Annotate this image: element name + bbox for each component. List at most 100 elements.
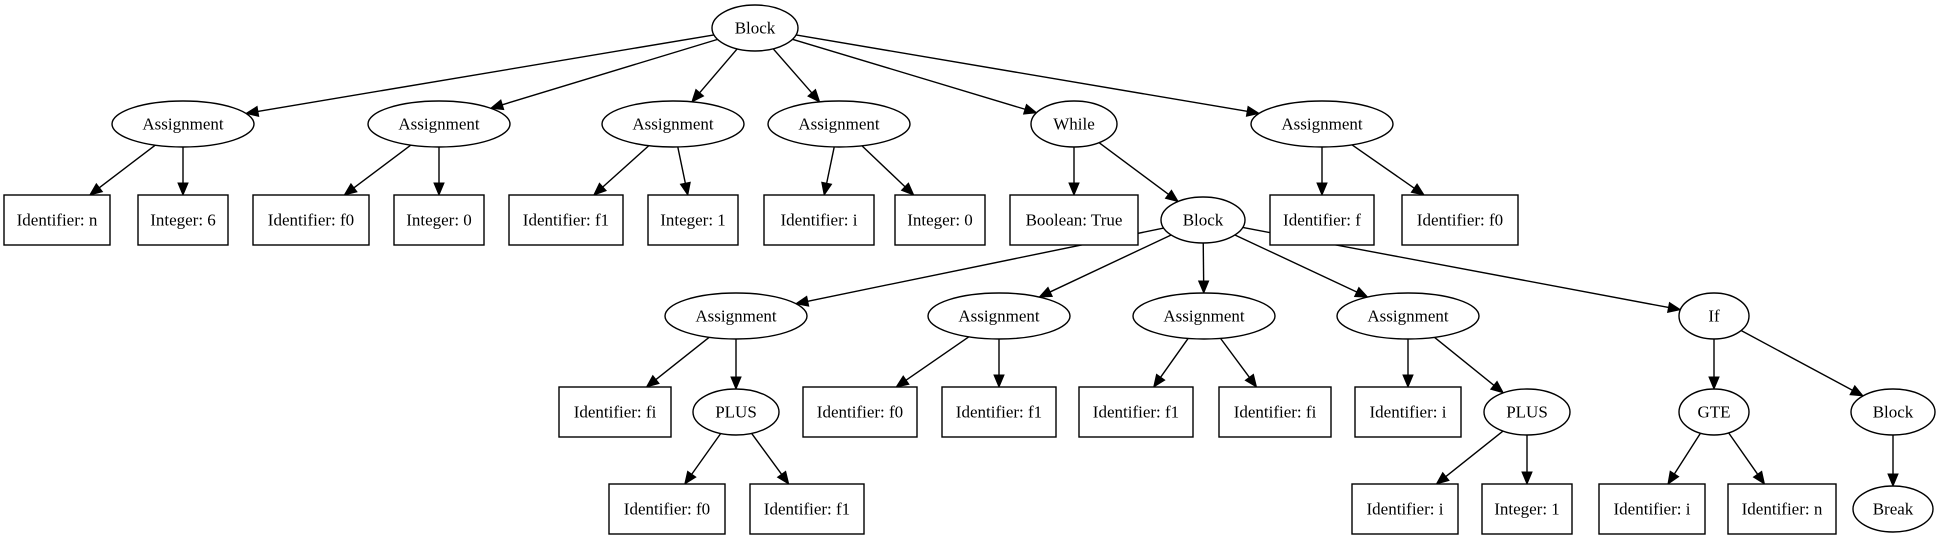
node-assignment-assign-f1-2: Assignment [1132, 292, 1276, 340]
edge-block_root-to-assign_f1 [691, 48, 738, 103]
arrowhead [1849, 384, 1865, 397]
node-assignment-assign-i-2: Assignment [1336, 292, 1480, 340]
node-block-block-root: Block [711, 4, 799, 52]
node-label: Assignment [142, 115, 224, 134]
node-ellipse [1336, 292, 1480, 340]
edge-line [1740, 329, 1853, 391]
node-block-block-while: Block [1160, 196, 1246, 244]
node-assignment-assign-n: Assignment [111, 100, 255, 148]
node-identifier-i-id-i-d: Identifier: i [1598, 483, 1706, 535]
edges-layer [88, 34, 1899, 488]
node-label: Assignment [398, 115, 480, 134]
node-identifier-f1-id-f1-b: Identifier: f1 [941, 386, 1057, 438]
node-label: Identifier: i [1370, 403, 1447, 422]
node-label: Identifier: fi [574, 403, 657, 422]
edge-line [905, 336, 970, 381]
node-label: While [1053, 115, 1095, 134]
edge-line [792, 38, 1026, 110]
edge-assign_f1_2-to-id_fi_b [1219, 337, 1258, 389]
node-ellipse [1678, 388, 1750, 436]
node-label: PLUS [1506, 403, 1548, 422]
node-identifier-f1-id-f1-d: Identifier: f1 [749, 483, 865, 535]
node-ellipse [111, 100, 255, 148]
arrowhead [1667, 470, 1680, 486]
arrowhead [691, 88, 705, 103]
node-label: Integer: 1 [660, 211, 726, 230]
node-box [393, 194, 485, 246]
arrowhead [1244, 373, 1258, 389]
arrowhead [1752, 470, 1766, 486]
node-ellipse [601, 100, 745, 148]
edge-line [691, 433, 722, 475]
arrowhead [1353, 286, 1369, 298]
node-label: Assignment [798, 115, 880, 134]
node-box [508, 194, 624, 246]
node-ellipse [1030, 100, 1118, 148]
edge-assign_i-to-int_0_b [861, 145, 915, 196]
node-box [894, 194, 986, 246]
node-box [802, 386, 918, 438]
node-label: Identifier: i [1367, 500, 1444, 519]
arrowhead [1068, 182, 1080, 197]
node-assignment-assign-f: Assignment [1250, 100, 1394, 148]
edge-line [1219, 337, 1250, 378]
node-label: Assignment [1367, 307, 1449, 326]
arrowhead [1022, 103, 1038, 115]
arrowhead [993, 374, 1005, 389]
edge-gte-to-id_i_d [1667, 432, 1702, 486]
arrowhead [489, 99, 505, 111]
edge-line [1445, 430, 1504, 478]
edge-block_root-to-while [792, 38, 1038, 115]
arrowhead [776, 470, 790, 486]
node-label: Block [1873, 403, 1914, 422]
arrowhead [1164, 189, 1180, 203]
edge-assign_f0-to-int_0_a [433, 147, 445, 197]
node-label: Block [735, 19, 776, 38]
edge-line [353, 144, 412, 189]
node-box [941, 386, 1057, 438]
node-ellipse [664, 292, 808, 340]
node-identifier-i-id-i-c: Identifier: i [1351, 483, 1459, 535]
node-plus-plus-2: PLUS [1483, 388, 1571, 436]
edge-line [772, 48, 813, 94]
edge-assign_i-to-id_i_a [821, 146, 835, 197]
node-assignment-assign-i: Assignment [767, 100, 911, 148]
node-box [1078, 386, 1194, 438]
arrowhead [895, 375, 910, 388]
node-label: Block [1183, 211, 1224, 230]
edge-line [1234, 234, 1358, 293]
node-label: Identifier: f1 [523, 211, 609, 230]
node-label: Integer: 0 [406, 211, 472, 230]
node-ellipse [1160, 196, 1246, 244]
node-label: Identifier: fi [1234, 403, 1317, 422]
node-label: Integer: 1 [1494, 500, 1560, 519]
node-ellipse [1678, 292, 1750, 340]
arrowhead [1435, 471, 1450, 485]
edge-line [751, 433, 783, 475]
node-ellipse [1250, 100, 1394, 148]
edge-line [825, 146, 835, 184]
arrowhead [1887, 473, 1899, 488]
edge-block_root-to-assign_n [244, 34, 715, 118]
arrowhead [645, 374, 660, 388]
node-label: Integer: 0 [907, 211, 973, 230]
node-ellipse [1852, 485, 1934, 533]
node-label: Identifier: f0 [624, 500, 710, 519]
node-box [647, 194, 739, 246]
edge-assign_f1_2-to-id_f1_c [1152, 338, 1189, 389]
node-label: Integer: 6 [150, 211, 216, 230]
edge-line [257, 34, 715, 113]
edge-block_while-to-assign_f1_2 [1197, 242, 1210, 295]
edge-line [677, 146, 687, 184]
node-label: Identifier: f0 [817, 403, 903, 422]
node-identifier-fi-id-fi-a: Identifier: fi [558, 386, 672, 438]
node-boolean-true-bool-true: Boolean: True [1009, 194, 1139, 246]
node-identifier-f0-id-f0-d: Identifier: f0 [608, 483, 726, 535]
edge-line [1434, 336, 1495, 386]
node-assignment-assign-f1: Assignment [601, 100, 745, 148]
edge-line [1098, 142, 1169, 195]
node-box [252, 194, 370, 246]
edge-line [699, 48, 738, 94]
node-label: Identifier: f1 [1093, 403, 1179, 422]
edge-plus_2-to-int_1_b [1521, 435, 1533, 486]
